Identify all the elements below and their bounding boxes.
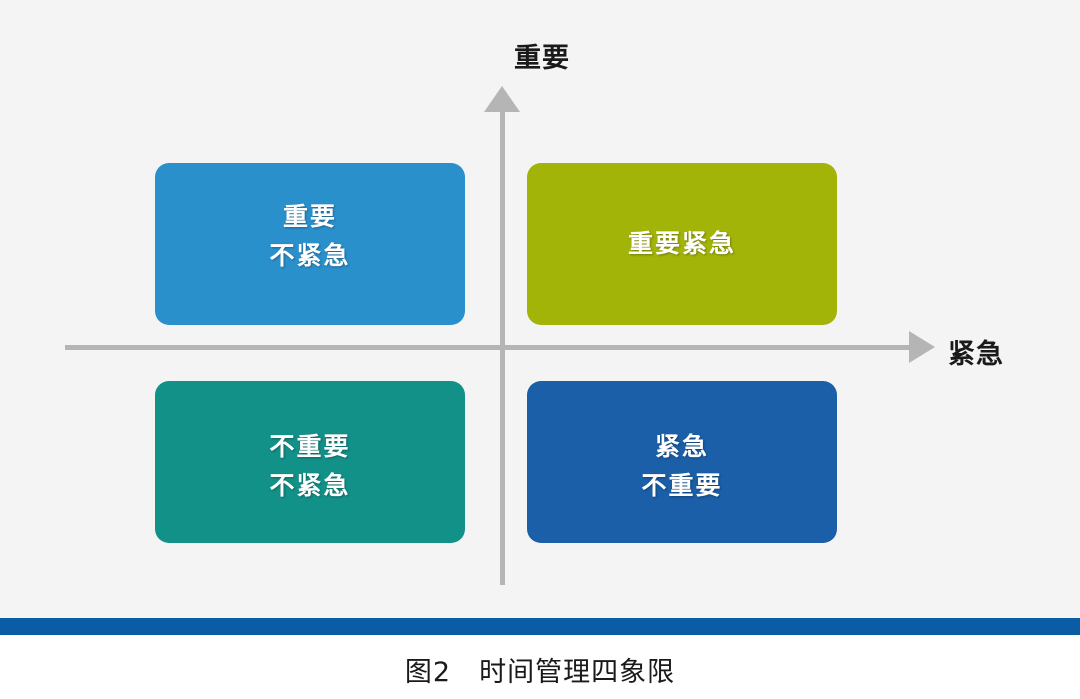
arrow-right-icon: [909, 331, 935, 363]
vertical-axis-label-text: 重要: [514, 43, 570, 74]
vertical-axis-label: 重要: [1, 36, 1080, 75]
quadrant-line-1: 不重要: [269, 432, 351, 462]
quadrant-line-1: 紧急: [654, 432, 709, 462]
quadrant-line-1: 重要: [282, 202, 337, 232]
quadrant-line-2: 不紧急: [269, 471, 351, 500]
quadrant-not-important-not-urgent[interactable]: 不重要 不紧急: [155, 381, 474, 543]
horizontal-axis-line: [65, 345, 913, 350]
horizontal-axis-label: 紧急: [948, 339, 1004, 370]
quadrant-urgent-not-important[interactable]: 紧急 不重要: [527, 381, 846, 543]
arrow-up-icon: [484, 86, 520, 112]
diagram-canvas: 重要 紧急 重要 不紧急 重要紧急 不重要 不紧急 紧急 不重要: [0, 0, 1080, 618]
quadrant-important-urgent[interactable]: 重要紧急: [527, 163, 846, 325]
quadrant-line-1: 重要紧急: [627, 228, 736, 258]
section-rule: [0, 618, 1080, 635]
figure-caption: 图2 时间管理四象限: [404, 657, 676, 688]
quadrant-important-not-urgent[interactable]: 重要 不紧急: [155, 163, 474, 325]
quadrant-line-2: 不紧急: [269, 241, 351, 270]
quadrant-line-2: 不重要: [641, 471, 723, 500]
